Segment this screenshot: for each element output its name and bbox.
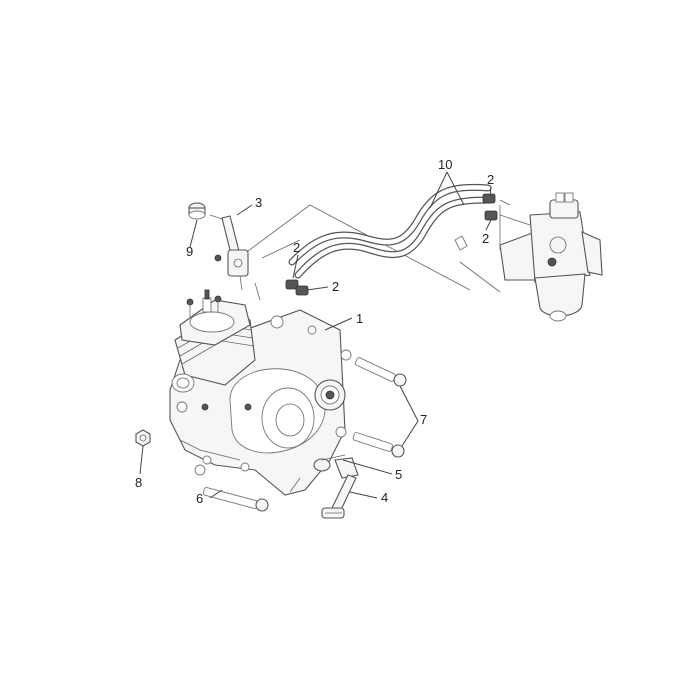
shaft xyxy=(313,454,346,472)
callout-8: 8 xyxy=(135,475,142,490)
long-bolts xyxy=(335,349,407,458)
callout-7: 7 xyxy=(420,412,427,427)
engine-block xyxy=(169,289,346,496)
callout-2-mid-right: 2 xyxy=(482,231,489,246)
callout-2-mid-left: 2 xyxy=(293,240,300,255)
nut xyxy=(135,429,151,447)
callouts: 1 2 2 2 2 3 4 5 6 7 8 9 10 xyxy=(135,157,494,506)
callout-2-left: 2 xyxy=(332,279,339,294)
reference-lines xyxy=(235,204,471,301)
callout-3: 3 xyxy=(255,195,262,210)
callout-5: 5 xyxy=(395,467,402,482)
callout-1: 1 xyxy=(356,311,363,326)
lower-bolt xyxy=(194,464,269,512)
callout-4: 4 xyxy=(381,490,388,505)
callout-10: 10 xyxy=(438,157,452,172)
callout-9: 9 xyxy=(186,244,193,259)
lever-assembly xyxy=(209,214,249,291)
callout-6: 6 xyxy=(196,491,203,506)
hose-clamps xyxy=(285,193,498,296)
callout-2-top-right: 2 xyxy=(487,172,494,187)
leader-lines xyxy=(139,171,492,499)
carburetor xyxy=(454,192,603,322)
hoses xyxy=(288,183,494,279)
rubber-cap xyxy=(188,202,206,220)
